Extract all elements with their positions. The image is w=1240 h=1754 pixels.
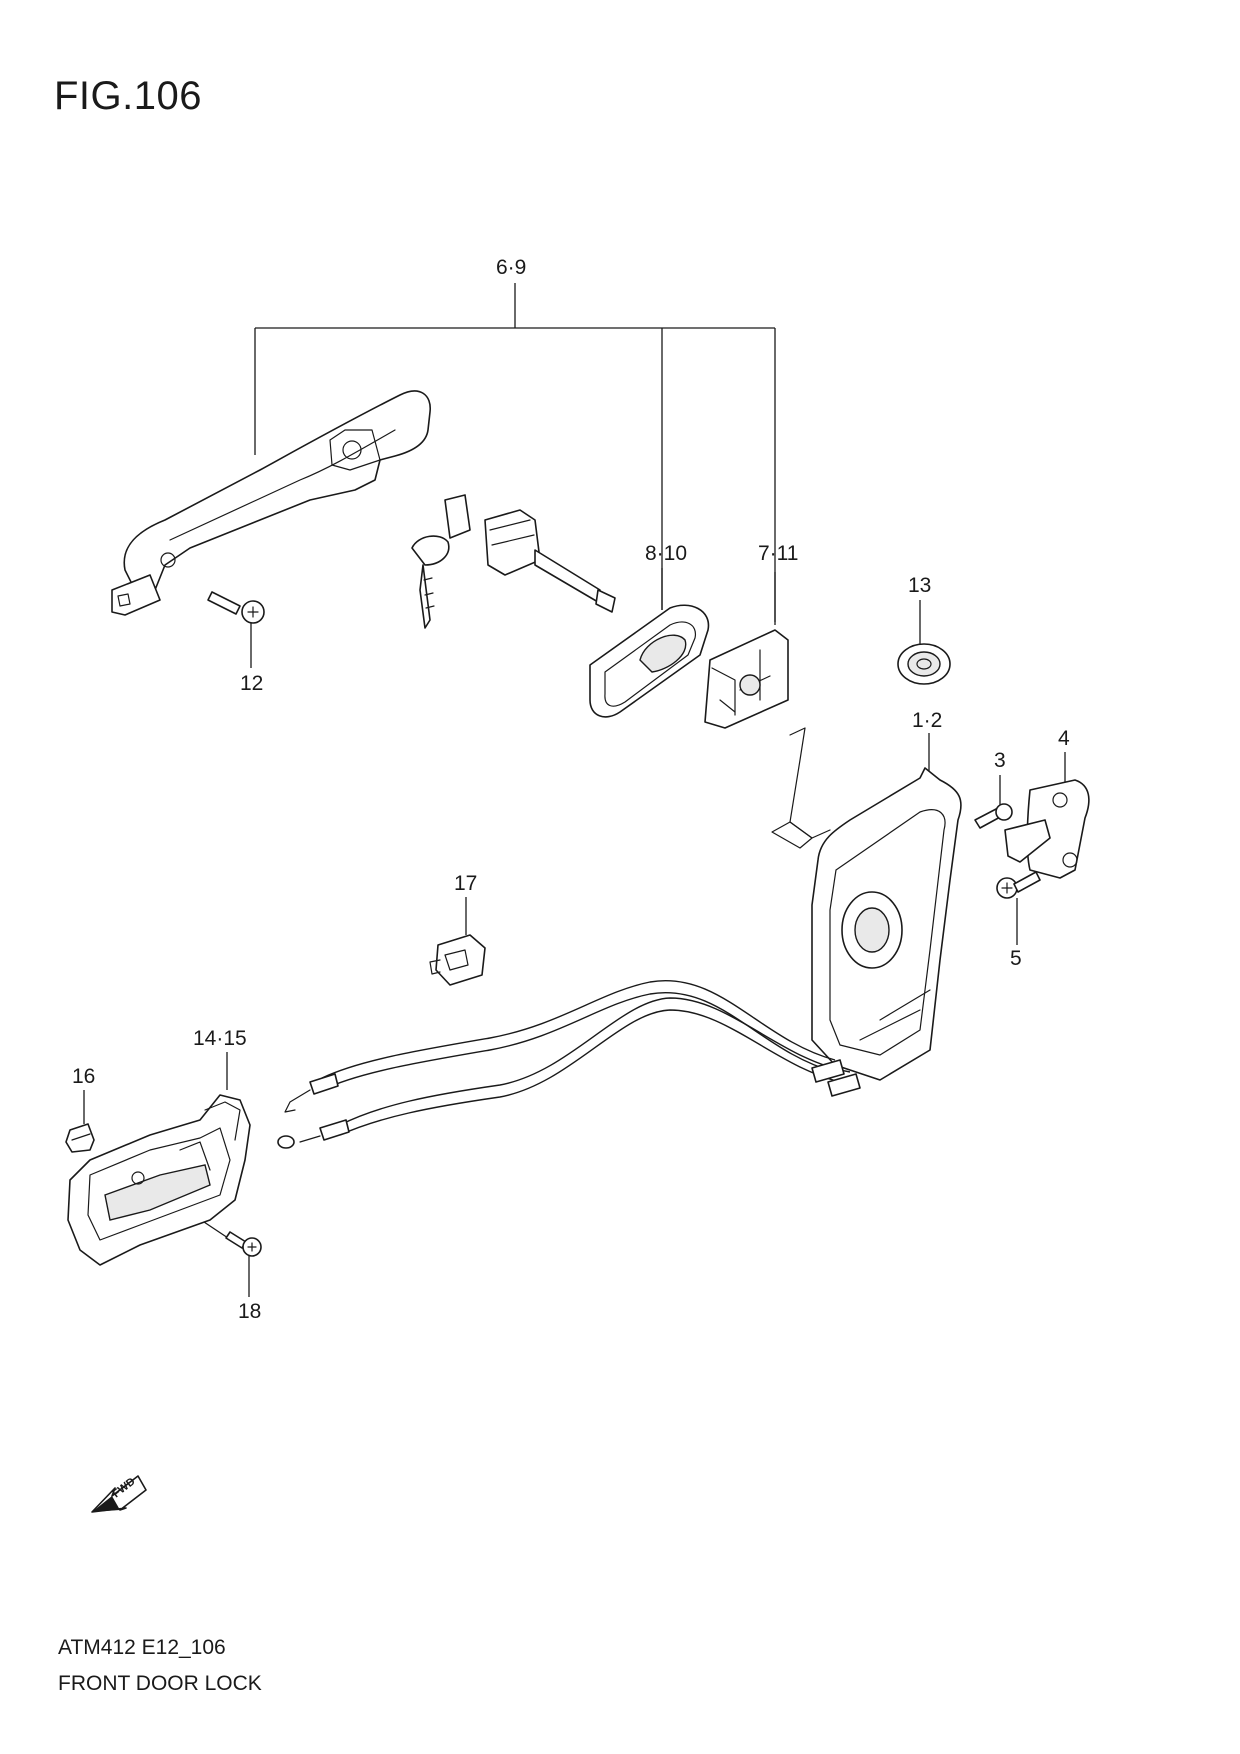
callout-6-9: 6·9 xyxy=(496,256,526,279)
callout-labels: 6·9 8·10 7·11 12 13 1·2 3 4 5 17 14·15 1… xyxy=(72,256,1070,1323)
screw-5 xyxy=(996,871,1041,899)
callout-17: 17 xyxy=(454,872,477,895)
clip-17 xyxy=(429,934,486,986)
screw-18 xyxy=(225,1231,262,1257)
callout-4: 4 xyxy=(1058,727,1070,750)
callout-1-2: 1·2 xyxy=(912,709,942,732)
cap-16 xyxy=(65,1123,95,1153)
control-cables xyxy=(277,979,861,1149)
leader-6-9 xyxy=(254,283,776,622)
callout-13: 13 xyxy=(908,574,931,597)
screw-3 xyxy=(974,803,1013,829)
grommet-13 xyxy=(897,643,951,685)
bolt-12 xyxy=(207,591,265,624)
callout-14-15: 14·15 xyxy=(193,1027,247,1050)
key-cylinder xyxy=(411,494,616,629)
callout-5: 5 xyxy=(1010,947,1022,970)
callout-18: 18 xyxy=(238,1300,261,1323)
figure-title: FIG.106 xyxy=(54,74,203,118)
callout-3: 3 xyxy=(994,749,1006,772)
callout-16: 16 xyxy=(72,1065,95,1088)
inside-door-handle xyxy=(67,1094,251,1266)
diagram-code: ATM412 E12_106 xyxy=(58,1636,226,1659)
gasket-8-10 xyxy=(589,604,710,718)
callout-7-11: 7·11 xyxy=(758,542,798,565)
striker-4 xyxy=(1004,779,1090,879)
door-lock-assembly xyxy=(771,727,962,1081)
bracket-7-11 xyxy=(704,629,789,729)
callout-8-10: 8·10 xyxy=(645,542,687,565)
fwd-direction-arrow: FWD xyxy=(91,1475,147,1513)
diagram-name: FRONT DOOR LOCK xyxy=(58,1672,262,1695)
outside-door-handle xyxy=(111,390,431,616)
callout-12: 12 xyxy=(240,672,263,695)
